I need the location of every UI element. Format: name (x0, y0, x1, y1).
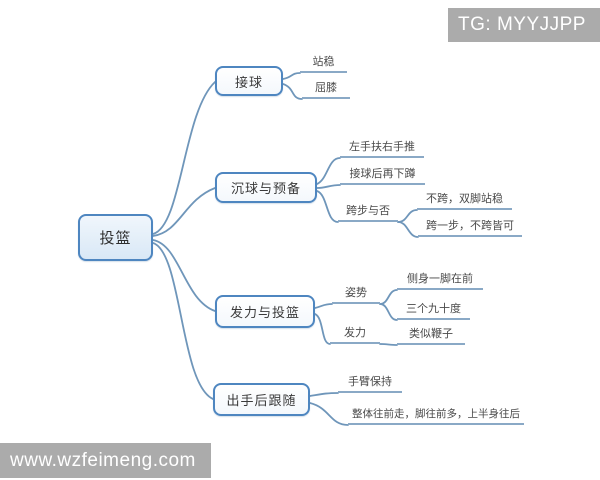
edge-prepare-1 (316, 157, 341, 185)
leaf-posture[interactable]: 姿势 (332, 286, 380, 304)
edge-root-prepare (152, 187, 216, 237)
leaf-body-forward-upper-back[interactable]: 整体往前走，脚往前多，上半身往后 (348, 407, 524, 425)
leaf-side-foot-front[interactable]: 侧身一脚在前 (397, 272, 483, 290)
branch-node-force-shoot[interactable]: 发力与投篮 (215, 295, 315, 328)
leaf-stand-firm[interactable]: 站稳 (300, 55, 347, 73)
edge-shoot-force (314, 313, 331, 345)
edge-root-catch (152, 81, 216, 235)
leaf-left-hand-right-hand[interactable]: 左手扶右手推 (340, 140, 424, 158)
edge-prepare-3 (316, 190, 339, 223)
leaf-three-ninety-degrees[interactable]: 三个九十度 (397, 302, 470, 320)
edge-root-shoot (152, 239, 216, 312)
site-watermark: www.wzfeimeng.com (0, 443, 211, 478)
branch-node-follow-through[interactable]: 出手后跟随 (213, 383, 310, 416)
leaf-exert-force[interactable]: 发力 (330, 326, 380, 344)
root-node-shooting[interactable]: 投篮 (78, 214, 153, 261)
leaf-squat-after-catch[interactable]: 接球后再下蹲 (340, 167, 425, 185)
edge-force-1 (379, 343, 398, 346)
leaf-bend-knees[interactable]: 屈膝 (302, 81, 350, 99)
edge-follow-2 (309, 402, 349, 426)
branch-node-sink-prepare[interactable]: 沉球与预备 (215, 172, 317, 203)
edge-step-2 (397, 221, 419, 238)
edge-catch-2 (282, 83, 303, 100)
leaf-like-a-whip[interactable]: 类似鞭子 (397, 327, 465, 345)
edge-shoot-posture (314, 303, 333, 309)
edge-posture-2 (379, 303, 398, 321)
tg-badge: TG: MYYJJPP (448, 8, 600, 42)
edge-step-1 (397, 209, 418, 223)
edge-posture-1 (379, 289, 398, 305)
edge-catch-1 (282, 72, 301, 80)
leaf-step-or-not[interactable]: 跨步与否 (338, 204, 398, 222)
edge-prepare-2 (316, 184, 341, 189)
leaf-keep-arm[interactable]: 手臂保持 (338, 375, 402, 393)
leaf-one-step-either-ok[interactable]: 跨一步，不跨皆可 (418, 219, 522, 237)
branch-node-catch[interactable]: 接球 (215, 66, 283, 96)
edge-follow-1 (309, 392, 339, 397)
leaf-no-step-feet-firm[interactable]: 不跨，双脚站稳 (417, 192, 512, 210)
edge-root-follow (152, 242, 214, 400)
